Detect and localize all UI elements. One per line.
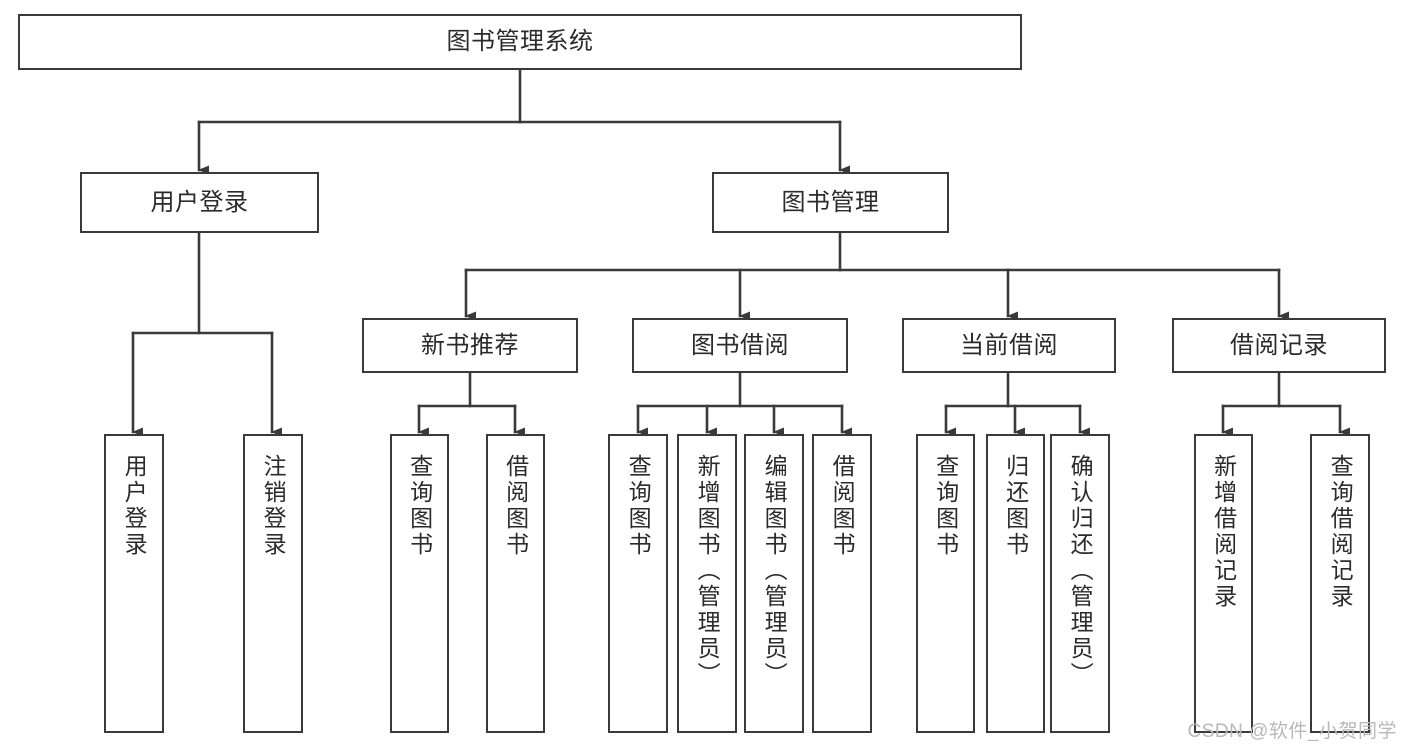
node-leaf-add-book-label: 新增图书（管理员） (694, 454, 721, 688)
node-book-management[interactable]: 图书管理 (712, 172, 949, 233)
node-borrow-record[interactable]: 借阅记录 (1172, 318, 1386, 373)
node-leaf-confirm-return-label: 确认归还（管理员） (1067, 454, 1094, 688)
node-leaf-edit-book-label: 编辑图书（管理员） (761, 454, 788, 688)
node-user-login[interactable]: 用户登录 (80, 172, 319, 233)
node-book-borrow-label: 图书借阅 (691, 331, 789, 359)
node-leaf-user-login[interactable]: 用户登录 (104, 434, 164, 733)
node-new-book-recommend-label: 新书推荐 (421, 331, 519, 359)
node-leaf-logout[interactable]: 注销登录 (243, 434, 303, 733)
node-new-book-recommend[interactable]: 新书推荐 (362, 318, 578, 373)
node-leaf-query-book-3-label: 查询图书 (932, 454, 959, 558)
node-leaf-edit-book[interactable]: 编辑图书（管理员） (744, 434, 804, 733)
node-leaf-query-book-2[interactable]: 查询图书 (608, 434, 668, 733)
node-leaf-query-record[interactable]: 查询借阅记录 (1310, 434, 1370, 733)
node-leaf-add-record[interactable]: 新增借阅记录 (1194, 434, 1253, 733)
node-user-login-label: 用户登录 (150, 188, 249, 216)
node-leaf-borrow-book-1[interactable]: 借阅图书 (486, 434, 545, 733)
node-leaf-user-login-label: 用户登录 (121, 454, 148, 558)
node-leaf-return-book-label: 归还图书 (1002, 454, 1029, 558)
node-leaf-confirm-return[interactable]: 确认归还（管理员） (1050, 434, 1110, 733)
node-leaf-return-book[interactable]: 归还图书 (986, 434, 1045, 733)
node-leaf-add-book[interactable]: 新增图书（管理员） (677, 434, 737, 733)
node-leaf-borrow-book-2[interactable]: 借阅图书 (812, 434, 872, 733)
node-leaf-query-book-3[interactable]: 查询图书 (916, 434, 975, 733)
node-leaf-logout-label: 注销登录 (260, 454, 287, 558)
node-current-borrow-label: 当前借阅 (960, 331, 1058, 359)
node-leaf-query-book-1[interactable]: 查询图书 (390, 434, 449, 733)
node-root-system-label: 图书管理系统 (446, 28, 594, 56)
node-leaf-borrow-book-2-label: 借阅图书 (829, 454, 856, 558)
node-leaf-add-record-label: 新增借阅记录 (1210, 454, 1237, 610)
node-leaf-query-record-label: 查询借阅记录 (1327, 454, 1354, 610)
node-leaf-query-book-1-label: 查询图书 (406, 454, 433, 558)
node-book-management-label: 图书管理 (781, 188, 880, 216)
node-root-system[interactable]: 图书管理系统 (18, 14, 1022, 70)
node-borrow-record-label: 借阅记录 (1230, 331, 1328, 359)
node-leaf-query-book-2-label: 查询图书 (625, 454, 652, 558)
node-book-borrow[interactable]: 图书借阅 (632, 318, 848, 373)
node-leaf-borrow-book-1-label: 借阅图书 (502, 454, 529, 558)
node-current-borrow[interactable]: 当前借阅 (902, 318, 1116, 373)
